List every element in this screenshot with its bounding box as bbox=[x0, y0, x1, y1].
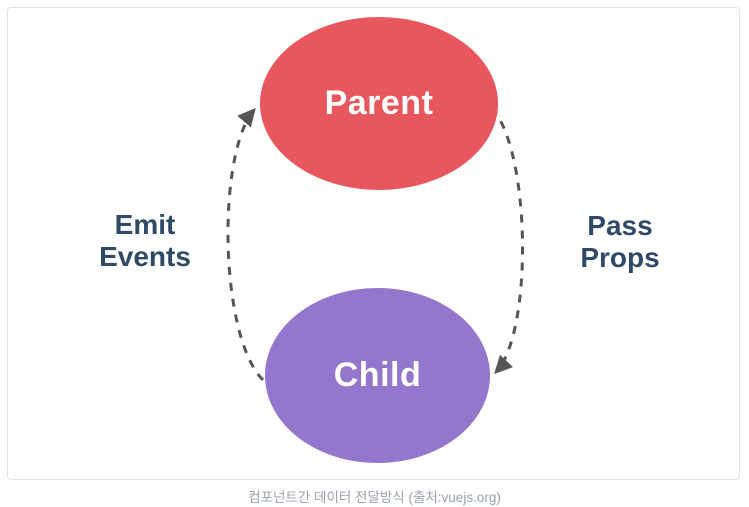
pass-props-label-line-1: Pass bbox=[587, 210, 653, 241]
parent-node: Parent bbox=[260, 17, 498, 190]
caption: 컴포넌트간 데이터 전달방식 (출처:vuejs.org) bbox=[248, 490, 501, 505]
emit-events-label-line-1: Emit bbox=[114, 209, 176, 240]
pass-props-label-line-2: Props bbox=[580, 242, 660, 273]
child-node: Child bbox=[265, 288, 490, 463]
pass-props-label: Pass Props bbox=[560, 210, 680, 274]
emit-events-label: Emit Events bbox=[85, 209, 205, 273]
child-node-label: Child bbox=[333, 356, 422, 394]
parent-node-label: Parent bbox=[324, 84, 434, 122]
emit-events-label-line-2: Events bbox=[99, 241, 191, 272]
